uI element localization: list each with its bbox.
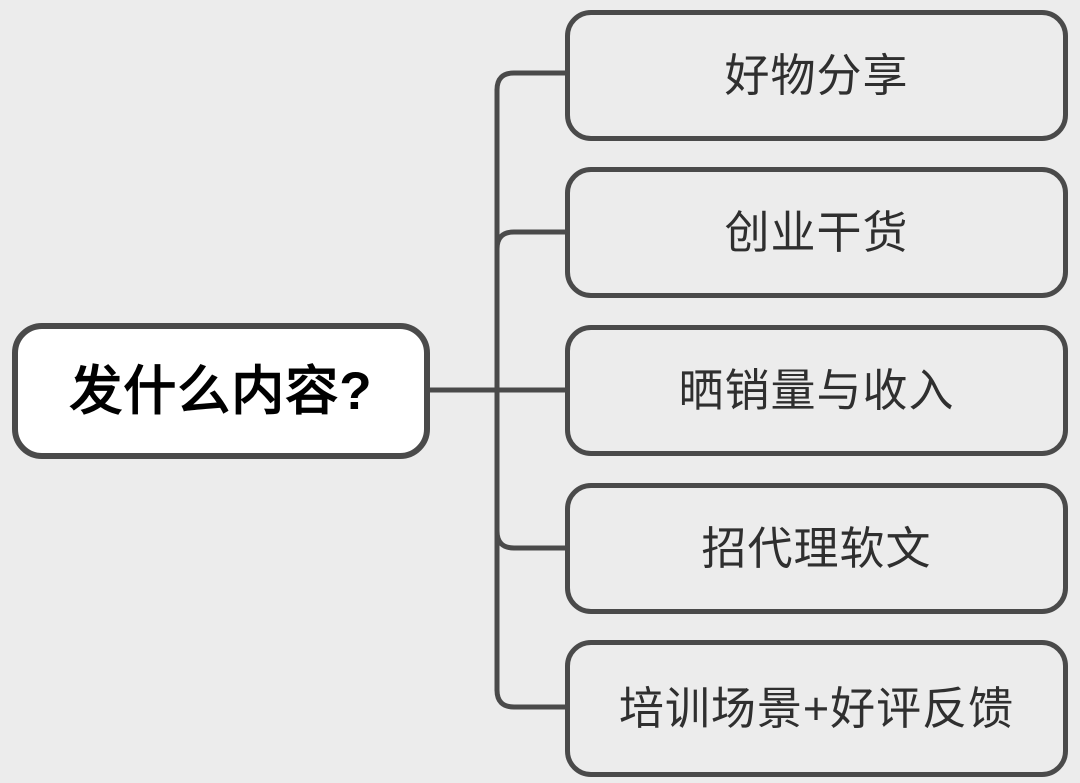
root-node[interactable]: 发什么内容? [12,323,430,459]
connector-child-1 [494,229,568,252]
root-node-label: 发什么内容? [69,361,373,421]
child-node-2[interactable]: 创业干货 [565,167,1068,298]
connector-child-3 [494,528,568,551]
child-node-4-label: 招代理软文 [701,523,932,574]
child-node-1[interactable]: 好物分享 [565,10,1068,141]
child-node-4[interactable]: 招代理软文 [565,483,1068,614]
child-node-1-label: 好物分享 [724,50,909,101]
child-node-3[interactable]: 晒销量与收入 [565,325,1068,456]
child-node-2-label: 创业干货 [724,207,909,258]
connector-child-4 [494,687,568,710]
child-node-5[interactable]: 培训场景+好评反馈 [565,640,1068,777]
child-node-5-label: 培训场景+好评反馈 [618,683,1015,734]
connector-child-0 [494,70,568,93]
child-node-3-label: 晒销量与收入 [678,365,955,416]
